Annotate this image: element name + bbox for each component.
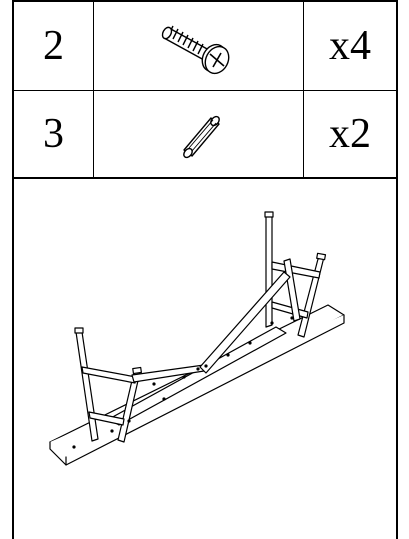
dowel-icon — [182, 115, 220, 159]
part-quantity: x4 — [329, 23, 371, 69]
parts-row-screw: 2 x4 — [14, 2, 396, 91]
screw-icon — [161, 25, 229, 75]
part-quantity: x2 — [329, 111, 371, 157]
part-image-cell — [94, 91, 304, 177]
bench-frame-assembly-icon — [49, 211, 345, 466]
part-image-cell — [94, 2, 304, 90]
step-number: 2 — [14, 2, 94, 90]
assembly-instruction-sheet: 2 x4 3 — [12, 0, 398, 539]
parts-table: 2 x4 3 — [12, 0, 398, 179]
assembly-figure — [12, 177, 398, 539]
step-number: 3 — [14, 91, 94, 177]
parts-row-dowel: 3 x2 — [14, 91, 396, 177]
